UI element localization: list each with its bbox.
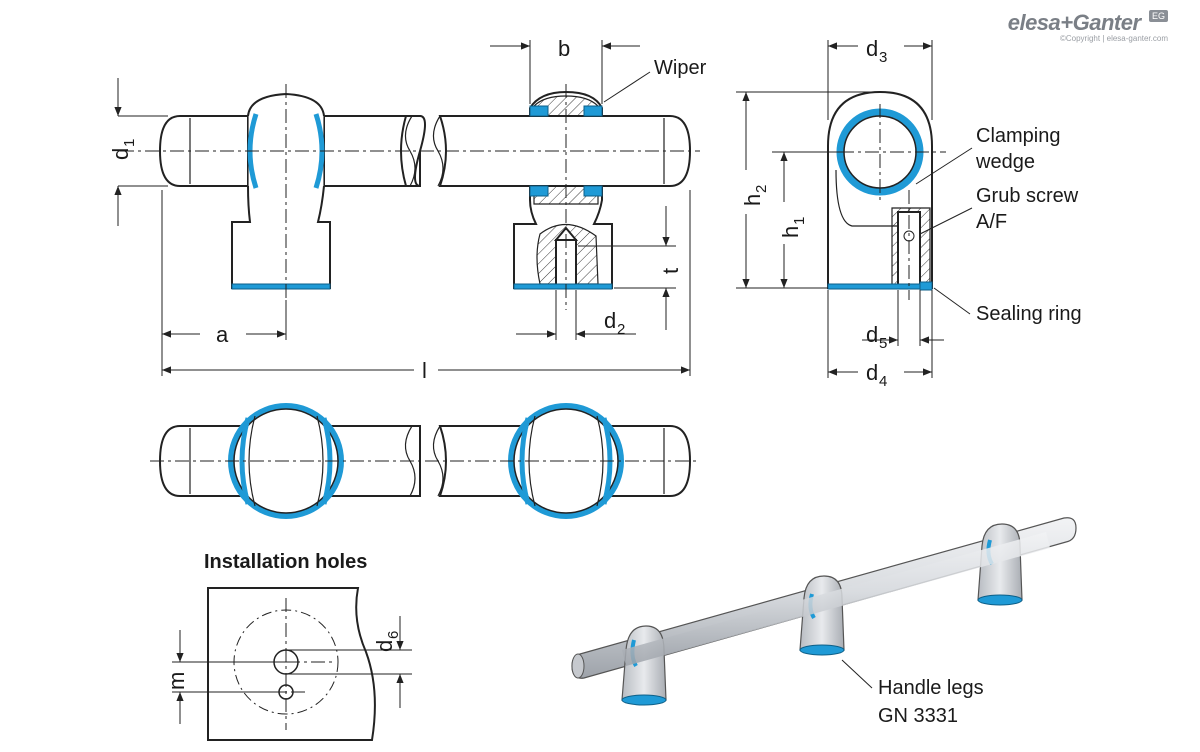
wiper-seal-right [583,105,603,117]
dim-d5: d 5 [866,322,887,352]
svg-text:t: t [658,268,683,274]
svg-text:1: 1 [121,139,138,147]
label-sealing-ring: Sealing ring [976,303,1082,325]
svg-text:d: d [866,322,878,347]
dim-d6: d 6 [372,631,402,652]
brand-copyright: ©Copyright | elesa-ganter.com [1059,34,1168,43]
dim-d1: d 1 [108,139,138,160]
svg-text:4: 4 [879,373,887,390]
front-view [158,90,692,290]
svg-text:5: 5 [879,335,887,352]
sealing-ring-mark [919,281,933,291]
label-gn-3331: GN 3331 [878,705,958,727]
installation-holes-view [207,587,376,741]
dimension-labels: b d 1 a l t d 2 d 3 h 2 h 1 d 5 [108,36,887,690]
dim-b: b [558,36,570,61]
label-clamping-1: Clamping [976,125,1060,147]
svg-text:h: h [740,194,765,206]
svg-text:6: 6 [385,631,402,639]
svg-text:d: d [866,36,878,61]
svg-text:h: h [778,226,803,238]
dim-d4: d 4 [866,360,887,390]
label-handle-legs: Handle legs [878,677,984,699]
brand-logo: elesa+Ganter EG ©Copyright | elesa-gante… [1008,10,1168,43]
svg-text:2: 2 [617,321,625,338]
annotation-labels: Wiper Clamping wedge Grub screw A/F Seal… [204,57,1082,727]
label-wiper: Wiper [654,57,707,79]
dim-m: m [164,672,189,690]
dimension-lines [114,40,973,724]
dim-t: t [658,268,683,274]
svg-text:d: d [604,308,616,333]
assembly-illustration [571,517,1077,706]
dim-a: a [216,322,229,347]
dim-h2: h 2 [740,185,770,206]
svg-text:3: 3 [879,49,887,66]
dim-l: l [422,358,427,383]
label-grub-1: Grub screw [976,185,1079,207]
svg-text:d: d [108,148,133,160]
svg-text:m: m [164,672,189,690]
dim-d2: d 2 [604,308,625,338]
installation-holes-title: Installation holes [204,551,367,573]
label-clamping-2: wedge [975,151,1035,173]
svg-text:2: 2 [753,185,770,193]
svg-text:d: d [372,640,397,652]
dim-h1: h 1 [778,217,808,238]
brand-logo-text: elesa+Ganter [1007,10,1141,35]
brand-badge: EG [1148,10,1168,22]
svg-text:d: d [866,360,878,385]
svg-text:1: 1 [791,217,808,225]
dim-d3: d 3 [866,36,887,66]
label-grub-2: A/F [976,211,1007,233]
wiper-seal-left [529,105,549,117]
